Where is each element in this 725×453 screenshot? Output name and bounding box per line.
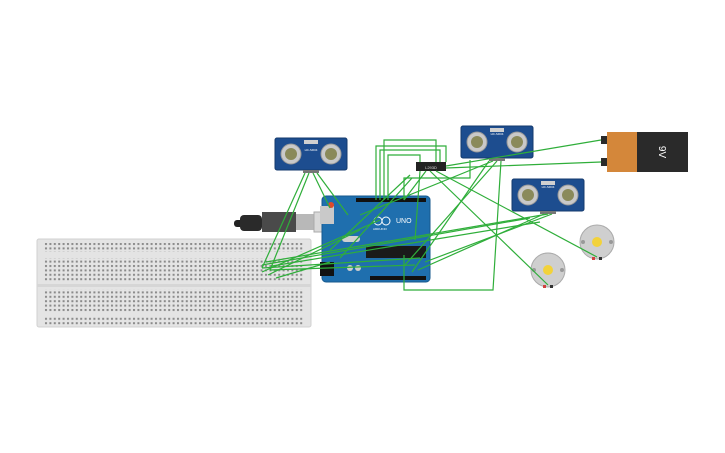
arduino-capacitor-1	[347, 265, 353, 271]
ultrasonic-sensor-3[interactable]: HC-SR04	[511, 178, 585, 214]
wire	[275, 261, 331, 279]
breadboard-center-channel	[37, 284, 311, 287]
battery-9v[interactable]: 9V	[601, 132, 688, 172]
arduino-capacitor-2	[355, 265, 361, 271]
wire	[383, 139, 437, 200]
usb-cable[interactable]	[234, 211, 335, 233]
wire	[379, 149, 441, 200]
wire	[403, 160, 471, 200]
wire	[261, 217, 531, 266]
arduino-brand-label: ARDUINO	[373, 227, 388, 231]
arduino-model-label: UNO	[396, 218, 412, 225]
wire	[271, 221, 541, 267]
dc-motor-1[interactable]	[530, 252, 566, 288]
wire	[411, 160, 490, 273]
wire	[261, 172, 306, 269]
wire	[414, 170, 421, 241]
wire	[329, 174, 411, 251]
breadboard-power-rail-bottom	[44, 316, 304, 325]
battery-label: 9V	[656, 146, 667, 159]
breadboard-terminal-strip-top	[44, 258, 304, 282]
arduino-microcontroller	[366, 246, 426, 258]
arduino-uno-board[interactable]: UNO ARDUINO	[320, 195, 431, 283]
wire	[269, 172, 310, 271]
wire	[316, 172, 349, 216]
wire	[339, 177, 413, 259]
wire	[269, 264, 416, 271]
ultrasonic-sensor-2[interactable]: HC-SR04	[460, 125, 534, 161]
breadboard[interactable]	[36, 238, 312, 328]
wire	[403, 160, 502, 291]
wire	[375, 145, 447, 200]
wire	[417, 213, 545, 271]
wire	[261, 257, 421, 269]
wire	[265, 213, 549, 263]
wire	[267, 229, 361, 276]
arduino-digital-header	[356, 198, 426, 202]
arduino-usb-port	[320, 206, 334, 224]
breadboard-power-rail-top	[44, 243, 304, 252]
arduino-power-jack	[320, 262, 334, 276]
wire	[429, 170, 549, 286]
wire	[403, 170, 427, 201]
wire	[404, 160, 498, 266]
wire	[445, 161, 602, 169]
wire	[387, 154, 421, 200]
sensor-3-label: HC-SR04	[542, 185, 555, 189]
wires[interactable]	[261, 139, 602, 291]
arduino-analog-header	[370, 276, 426, 280]
motor-driver-chip[interactable]: L293D	[416, 162, 446, 171]
wire	[312, 172, 331, 209]
wire	[435, 170, 598, 258]
wire	[445, 139, 602, 167]
ultrasonic-sensor-1[interactable]: HC-SR04	[274, 137, 348, 173]
wire	[261, 219, 381, 273]
breadboard-terminal-strip-bottom	[44, 289, 304, 313]
wire	[359, 160, 494, 216]
sensor-2-label: HC-SR04	[491, 132, 504, 136]
sensor-1-label: HC-SR04	[305, 148, 318, 152]
motor-driver-label: L293D	[425, 165, 437, 170]
dc-motor-2[interactable]	[579, 224, 615, 260]
